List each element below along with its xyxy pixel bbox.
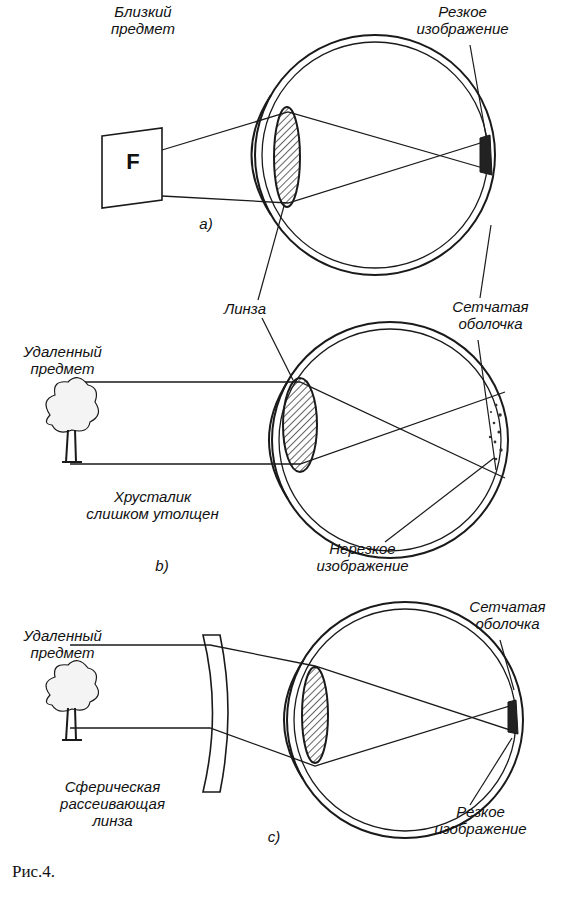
leader-line — [478, 340, 496, 470]
tree-trunk — [62, 430, 82, 462]
label-text: Сетчатая оболочка — [455, 598, 560, 632]
leader-line — [262, 318, 293, 380]
tree-trunk — [62, 708, 82, 740]
label-text: Удаленный предмет — [10, 627, 115, 661]
label-text: Удаленный предмет — [10, 343, 115, 377]
label-text: c) — [262, 828, 286, 845]
label-text: a) — [194, 215, 218, 232]
light-ray — [70, 704, 516, 766]
eyeball — [287, 602, 523, 838]
leader-line — [470, 738, 512, 805]
light-ray — [162, 140, 490, 203]
eyeball — [272, 322, 508, 558]
label-text: b) — [150, 557, 174, 574]
tree-crown — [46, 661, 99, 712]
eye-lens — [274, 107, 300, 207]
diverging-lens — [203, 635, 228, 792]
leader-line — [470, 45, 486, 136]
label-text: Сферическая рассеивающая линза — [55, 778, 170, 829]
light-ray — [70, 382, 505, 478]
retina — [279, 329, 501, 551]
eye-lens — [302, 667, 328, 763]
tree-crown — [46, 378, 99, 432]
retina — [262, 42, 488, 268]
label-text: Нерезкое изображение — [300, 540, 425, 574]
label-text: Линза — [210, 300, 280, 317]
light-ray — [70, 392, 505, 464]
leader-line — [258, 206, 284, 300]
leader-line — [500, 640, 514, 690]
label-text: F — [118, 150, 148, 174]
retina — [294, 609, 516, 831]
retina-image — [508, 700, 518, 734]
retina-image — [480, 135, 492, 175]
label-text: Близкий предмет — [98, 3, 188, 37]
thick-eye-lens — [283, 378, 317, 472]
light-ray — [162, 112, 490, 170]
label-text: Резкое изображение — [418, 803, 543, 837]
eyeball — [255, 35, 495, 275]
light-ray — [70, 645, 516, 732]
label-text: Резкое изображение — [400, 3, 525, 37]
label-text: Сетчатая оболочка — [438, 298, 543, 332]
figure-caption: Рис.4. — [12, 862, 55, 882]
near-object — [102, 128, 162, 208]
leader-line — [385, 458, 494, 542]
label-text: Хрусталик слишком утолщен — [85, 488, 220, 522]
leader-line — [480, 225, 491, 298]
cornea — [252, 95, 272, 215]
